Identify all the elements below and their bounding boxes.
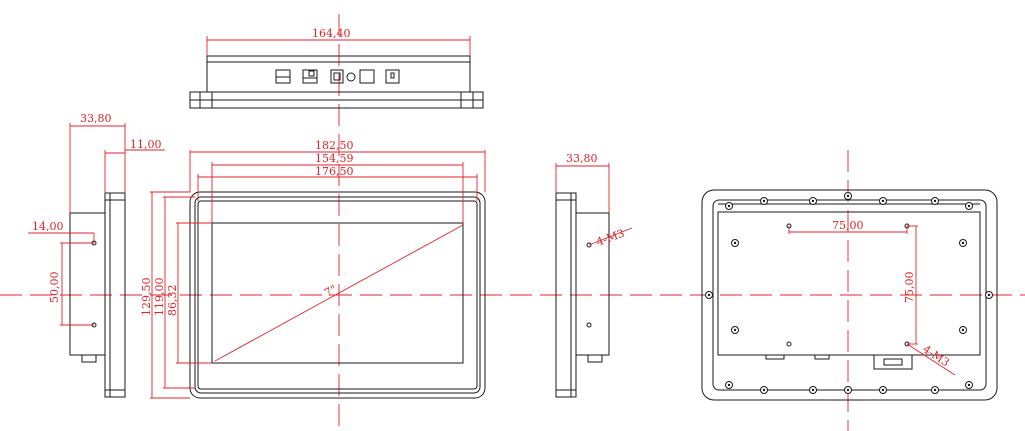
- front-outer-height-label: 129,50: [140, 278, 153, 317]
- front-outer-width-label: 182,50: [315, 139, 354, 152]
- front-diagonal-label: 7": [322, 283, 339, 300]
- right-depth-label: 33,80: [566, 152, 598, 165]
- io-ports: [275, 69, 400, 84]
- right-thread-label: 4-M3: [595, 227, 627, 249]
- front-active-width-label: 154,59: [315, 152, 354, 165]
- left-bezel-label: 11,00: [130, 138, 162, 151]
- front-frame-width-label: 176,50: [315, 165, 354, 178]
- back-vesa-h-label: 75,00: [832, 219, 864, 232]
- front-frame-height-label: 119,00: [153, 278, 166, 317]
- center-lines: [0, 14, 1025, 431]
- top-width-label: 164,40: [312, 27, 351, 40]
- front-active-height-label: 86,32: [166, 285, 179, 317]
- left-side-view: 33,80 11,00 14,00 50,00: [28, 112, 165, 398]
- back-thread-label: 4-M3: [920, 343, 951, 370]
- top-view: 164,40: [189, 27, 484, 109]
- right-side-view: 33,80 4-M3: [555, 152, 633, 398]
- left-depth-label: 33,80: [80, 112, 112, 125]
- left-hole-spacing-label: 50,00: [48, 272, 61, 304]
- left-hole-offset-label: 14,00: [32, 220, 64, 233]
- back-screws: [705, 192, 993, 394]
- back-vesa-v-label: 75,00: [903, 272, 916, 304]
- front-view: 7" 182,50 154,59 176,50 129,50 119,00 86…: [140, 139, 486, 399]
